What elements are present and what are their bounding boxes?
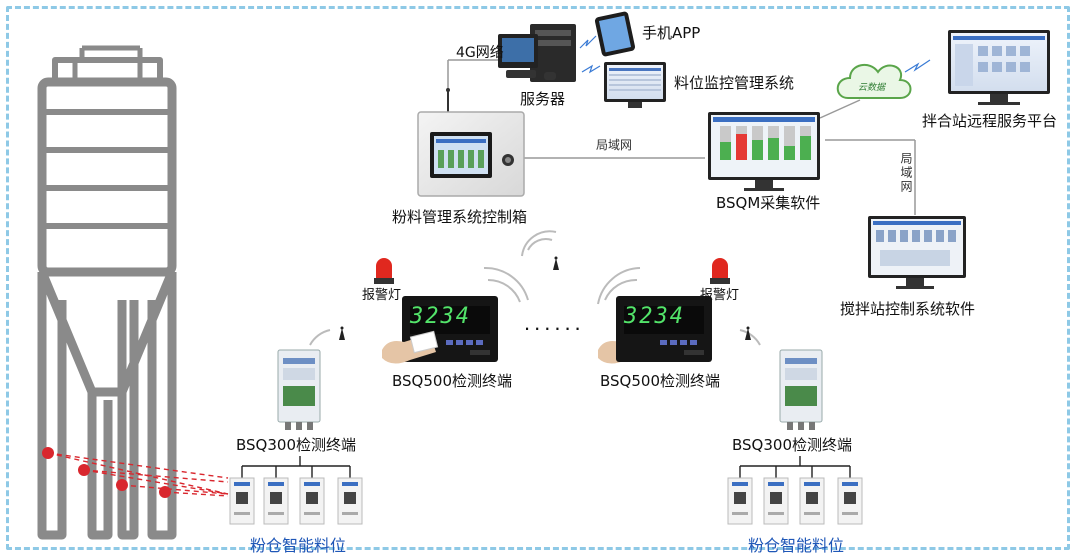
cloud-icon	[836, 63, 912, 99]
label-bsq500-right: BSQ500检测终端	[600, 372, 720, 390]
diagram-frame	[6, 6, 1070, 550]
monitor-icon-level-system	[604, 62, 666, 108]
terminal-reading-right: 3234	[624, 304, 685, 329]
terminal-icon-bsq300-left	[277, 349, 321, 430]
terminal-icon-bsq300-right	[779, 349, 823, 430]
label-bsqm-software: BSQM采集软件	[716, 194, 821, 212]
label-silo-sensors-right: 粉仓智能料位	[748, 536, 845, 555]
silo-icon	[37, 45, 177, 540]
sensor-icon-group-right	[727, 477, 863, 525]
server-icon	[498, 24, 576, 82]
label-bsq300-right: BSQ300检测终端	[732, 436, 852, 454]
phone-icon	[594, 11, 636, 57]
label-control-box: 粉料管理系统控制箱	[392, 208, 528, 226]
monitor-icon-mixing-station	[868, 216, 966, 289]
network-lines	[447, 59, 916, 215]
terminal-icon-bsq500-right	[616, 296, 712, 362]
wireless-icon	[309, 230, 761, 346]
label-mobile-app: 手机APP	[642, 24, 701, 42]
cloud-label: 云数据	[858, 83, 886, 93]
label-server: 服务器	[520, 90, 566, 108]
label-remote-platform: 拌合站远程服务平台	[922, 112, 1058, 130]
label-bsq500-left: BSQ500检测终端	[392, 372, 512, 390]
alarm-light-icon	[374, 258, 730, 284]
antenna-icon	[446, 88, 450, 112]
label-lan-horizontal: 局域网	[596, 138, 633, 152]
terminal-reading-left: 3234	[410, 304, 471, 329]
sensor-bus	[241, 456, 851, 478]
label-bsq300-left: BSQ300检测终端	[236, 436, 356, 454]
label-level-monitor-system: 料位监控管理系统	[674, 74, 795, 92]
label-lan-vertical: 局域网	[899, 152, 913, 194]
label-mixing-station-software: 搅拌站控制系统软件	[840, 300, 976, 318]
wireless-links	[579, 35, 931, 74]
signal-tower-icons	[339, 256, 751, 340]
sensor-icon-group-left	[229, 477, 363, 525]
monitor-icon-remote-platform	[948, 30, 1050, 105]
control-box-icon	[417, 111, 525, 197]
label-alarm-light-left: 报警灯	[362, 288, 402, 303]
label-alarm-light-right: 报警灯	[700, 288, 740, 303]
label-silo-sensors-left: 粉仓智能料位	[250, 536, 347, 555]
label-4g-network: 4G网络	[456, 45, 504, 61]
silo-sensor-beams	[42, 447, 229, 498]
monitor-icon-bsqm	[708, 112, 820, 191]
ellipsis: ......	[524, 310, 585, 335]
